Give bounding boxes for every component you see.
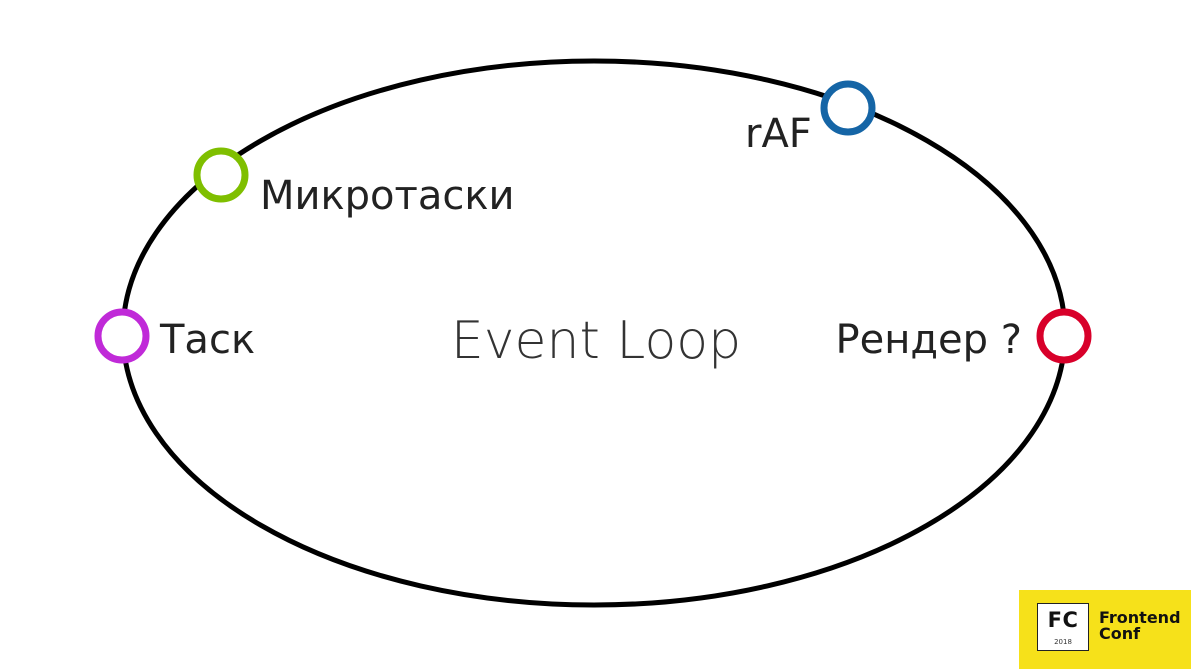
task-node-circle [94, 308, 150, 364]
microtasks-node-circle [193, 147, 249, 203]
logo-name: Frontend Conf [1099, 610, 1187, 642]
frontendconf-logo: FC 2018 Frontend Conf [1019, 590, 1191, 669]
logo-year: 2018 [1054, 638, 1072, 646]
microtasks-label: Микротаски [260, 173, 515, 219]
logo-mark-box: FC 2018 [1037, 603, 1089, 651]
task-label: Таск [159, 317, 255, 363]
logo-mark: FC [1047, 608, 1079, 632]
render-label: Рендер ? [836, 317, 1022, 363]
render-node-circle [1036, 308, 1092, 364]
logo-name-line1: Frontend [1099, 608, 1181, 627]
diagram-title: Event Loop [451, 311, 741, 371]
raf-node-circle [820, 80, 876, 136]
raf-label: rAF [745, 111, 812, 157]
logo-name-line2: Conf [1099, 624, 1141, 643]
